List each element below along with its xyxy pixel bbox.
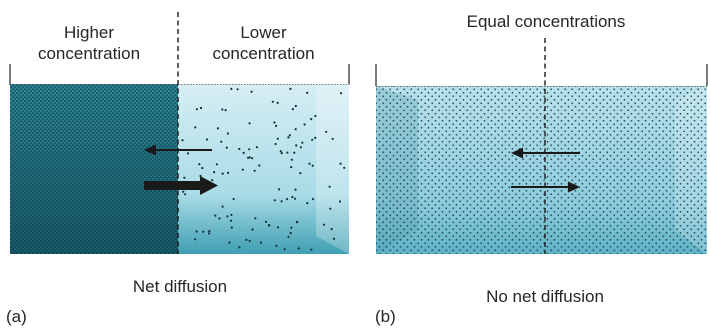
panel-letter-b: (b) bbox=[375, 307, 396, 326]
panel-a bbox=[9, 12, 350, 254]
label-lower-line1: Lower bbox=[240, 23, 287, 42]
equal-concentration-particles bbox=[376, 86, 707, 254]
label-higher-line1: Higher bbox=[63, 23, 115, 42]
high-concentration-particles bbox=[10, 84, 178, 254]
caption-net-diffusion: Net diffusion bbox=[132, 277, 228, 296]
arrow-right-b bbox=[511, 181, 580, 193]
caption-no-net-diffusion: No net diffusion bbox=[486, 287, 604, 306]
arrow-right-large bbox=[144, 176, 218, 195]
panel-letter-a: (a) bbox=[6, 307, 27, 326]
low-concentration-particles bbox=[181, 87, 346, 251]
container-a-back-wall-shade bbox=[316, 84, 349, 254]
label-higher-line2: concentration bbox=[37, 44, 141, 63]
label-equal-concentrations: Equal concentrations bbox=[466, 12, 626, 31]
label-higher-concentration: Higher concentration bbox=[0, 22, 178, 64]
panel-b bbox=[375, 38, 708, 254]
label-lower-line2: concentration bbox=[212, 44, 315, 63]
arrow-left-small bbox=[144, 144, 212, 156]
label-lower-concentration: Lower concentration bbox=[178, 22, 349, 64]
low-concentration-water bbox=[178, 84, 349, 254]
arrow-left-b bbox=[511, 147, 580, 159]
